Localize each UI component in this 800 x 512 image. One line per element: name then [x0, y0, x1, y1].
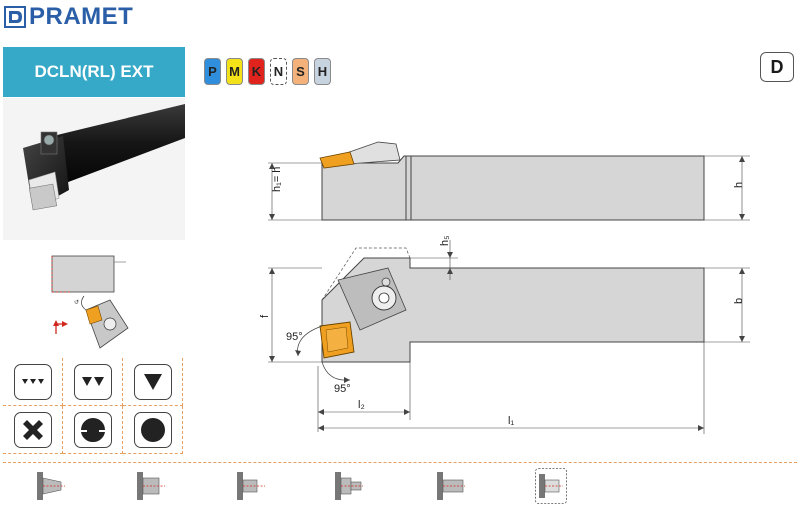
- shape-cell-4: [3, 406, 63, 454]
- turning-op-1-icon: [37, 472, 65, 500]
- shape-cell-3: [123, 358, 183, 406]
- material-badge-n: N: [270, 58, 287, 85]
- insert-side-view: [319, 151, 355, 169]
- section-badge: D: [760, 52, 794, 82]
- rounded-shape-icon: [73, 411, 112, 448]
- pramet-logo: PRAMET: [4, 3, 134, 30]
- small-triangles-icon: [13, 363, 52, 400]
- logo-wordmark: PRAMET: [29, 3, 134, 30]
- label-f: f: [259, 314, 271, 318]
- label-h: h: [733, 182, 745, 188]
- shape-cell-1: [3, 358, 63, 406]
- shape-cell-5: [63, 406, 123, 454]
- turning-op-5-icon: [437, 472, 465, 500]
- shape-cell-6: [123, 406, 183, 454]
- material-badge-h: H: [314, 58, 331, 85]
- turning-op-6-icon: [535, 468, 567, 504]
- cross-shape-icon: [13, 411, 52, 448]
- material-badge-k: K: [248, 58, 265, 85]
- label-h5: h₅: [439, 235, 451, 246]
- label-l1: l₁: [508, 415, 514, 427]
- side-view: h₁= h h: [268, 141, 750, 221]
- material-badge-p: P: [204, 58, 221, 85]
- shape-cell-2: [63, 358, 123, 406]
- turning-op-2-icon: [137, 472, 165, 500]
- label-l2: l₂: [358, 399, 365, 411]
- turning-op-4-icon: [335, 472, 363, 500]
- operation-icons-row: [3, 462, 797, 508]
- svg-text:↺: ↺: [74, 299, 79, 306]
- technical-drawing: h₁= h h h₅ f b: [259, 141, 750, 434]
- product-title: DCLN(RL) EXT: [34, 62, 154, 81]
- pramet-logo-icon: [4, 6, 26, 28]
- section-label: D: [770, 56, 784, 77]
- material-badges: P M K N S H: [204, 58, 331, 85]
- medium-triangles-icon: [73, 363, 112, 400]
- top-view: h₅ f b 95° 95° l₂ l₁: [259, 235, 750, 434]
- material-badge-m: M: [226, 58, 243, 85]
- label-b: b: [733, 298, 745, 304]
- label-h1-eq-h: h₁= h: [271, 167, 283, 192]
- circle-shape-icon: [133, 411, 172, 448]
- insert-shape-grid: [3, 358, 183, 458]
- label-angle-1: 95°: [286, 331, 303, 343]
- large-triangle-icon: [133, 363, 172, 400]
- product-photo: [3, 98, 185, 240]
- product-title-box: DCLN(RL) EXT: [3, 47, 185, 97]
- tool-holder-photo-illustration: [3, 98, 185, 240]
- label-angle-2: 95°: [334, 383, 351, 395]
- material-badge-s: S: [292, 58, 309, 85]
- turning-op-3-icon: [237, 472, 265, 500]
- orientation-diagram: ↺: [51, 255, 129, 349]
